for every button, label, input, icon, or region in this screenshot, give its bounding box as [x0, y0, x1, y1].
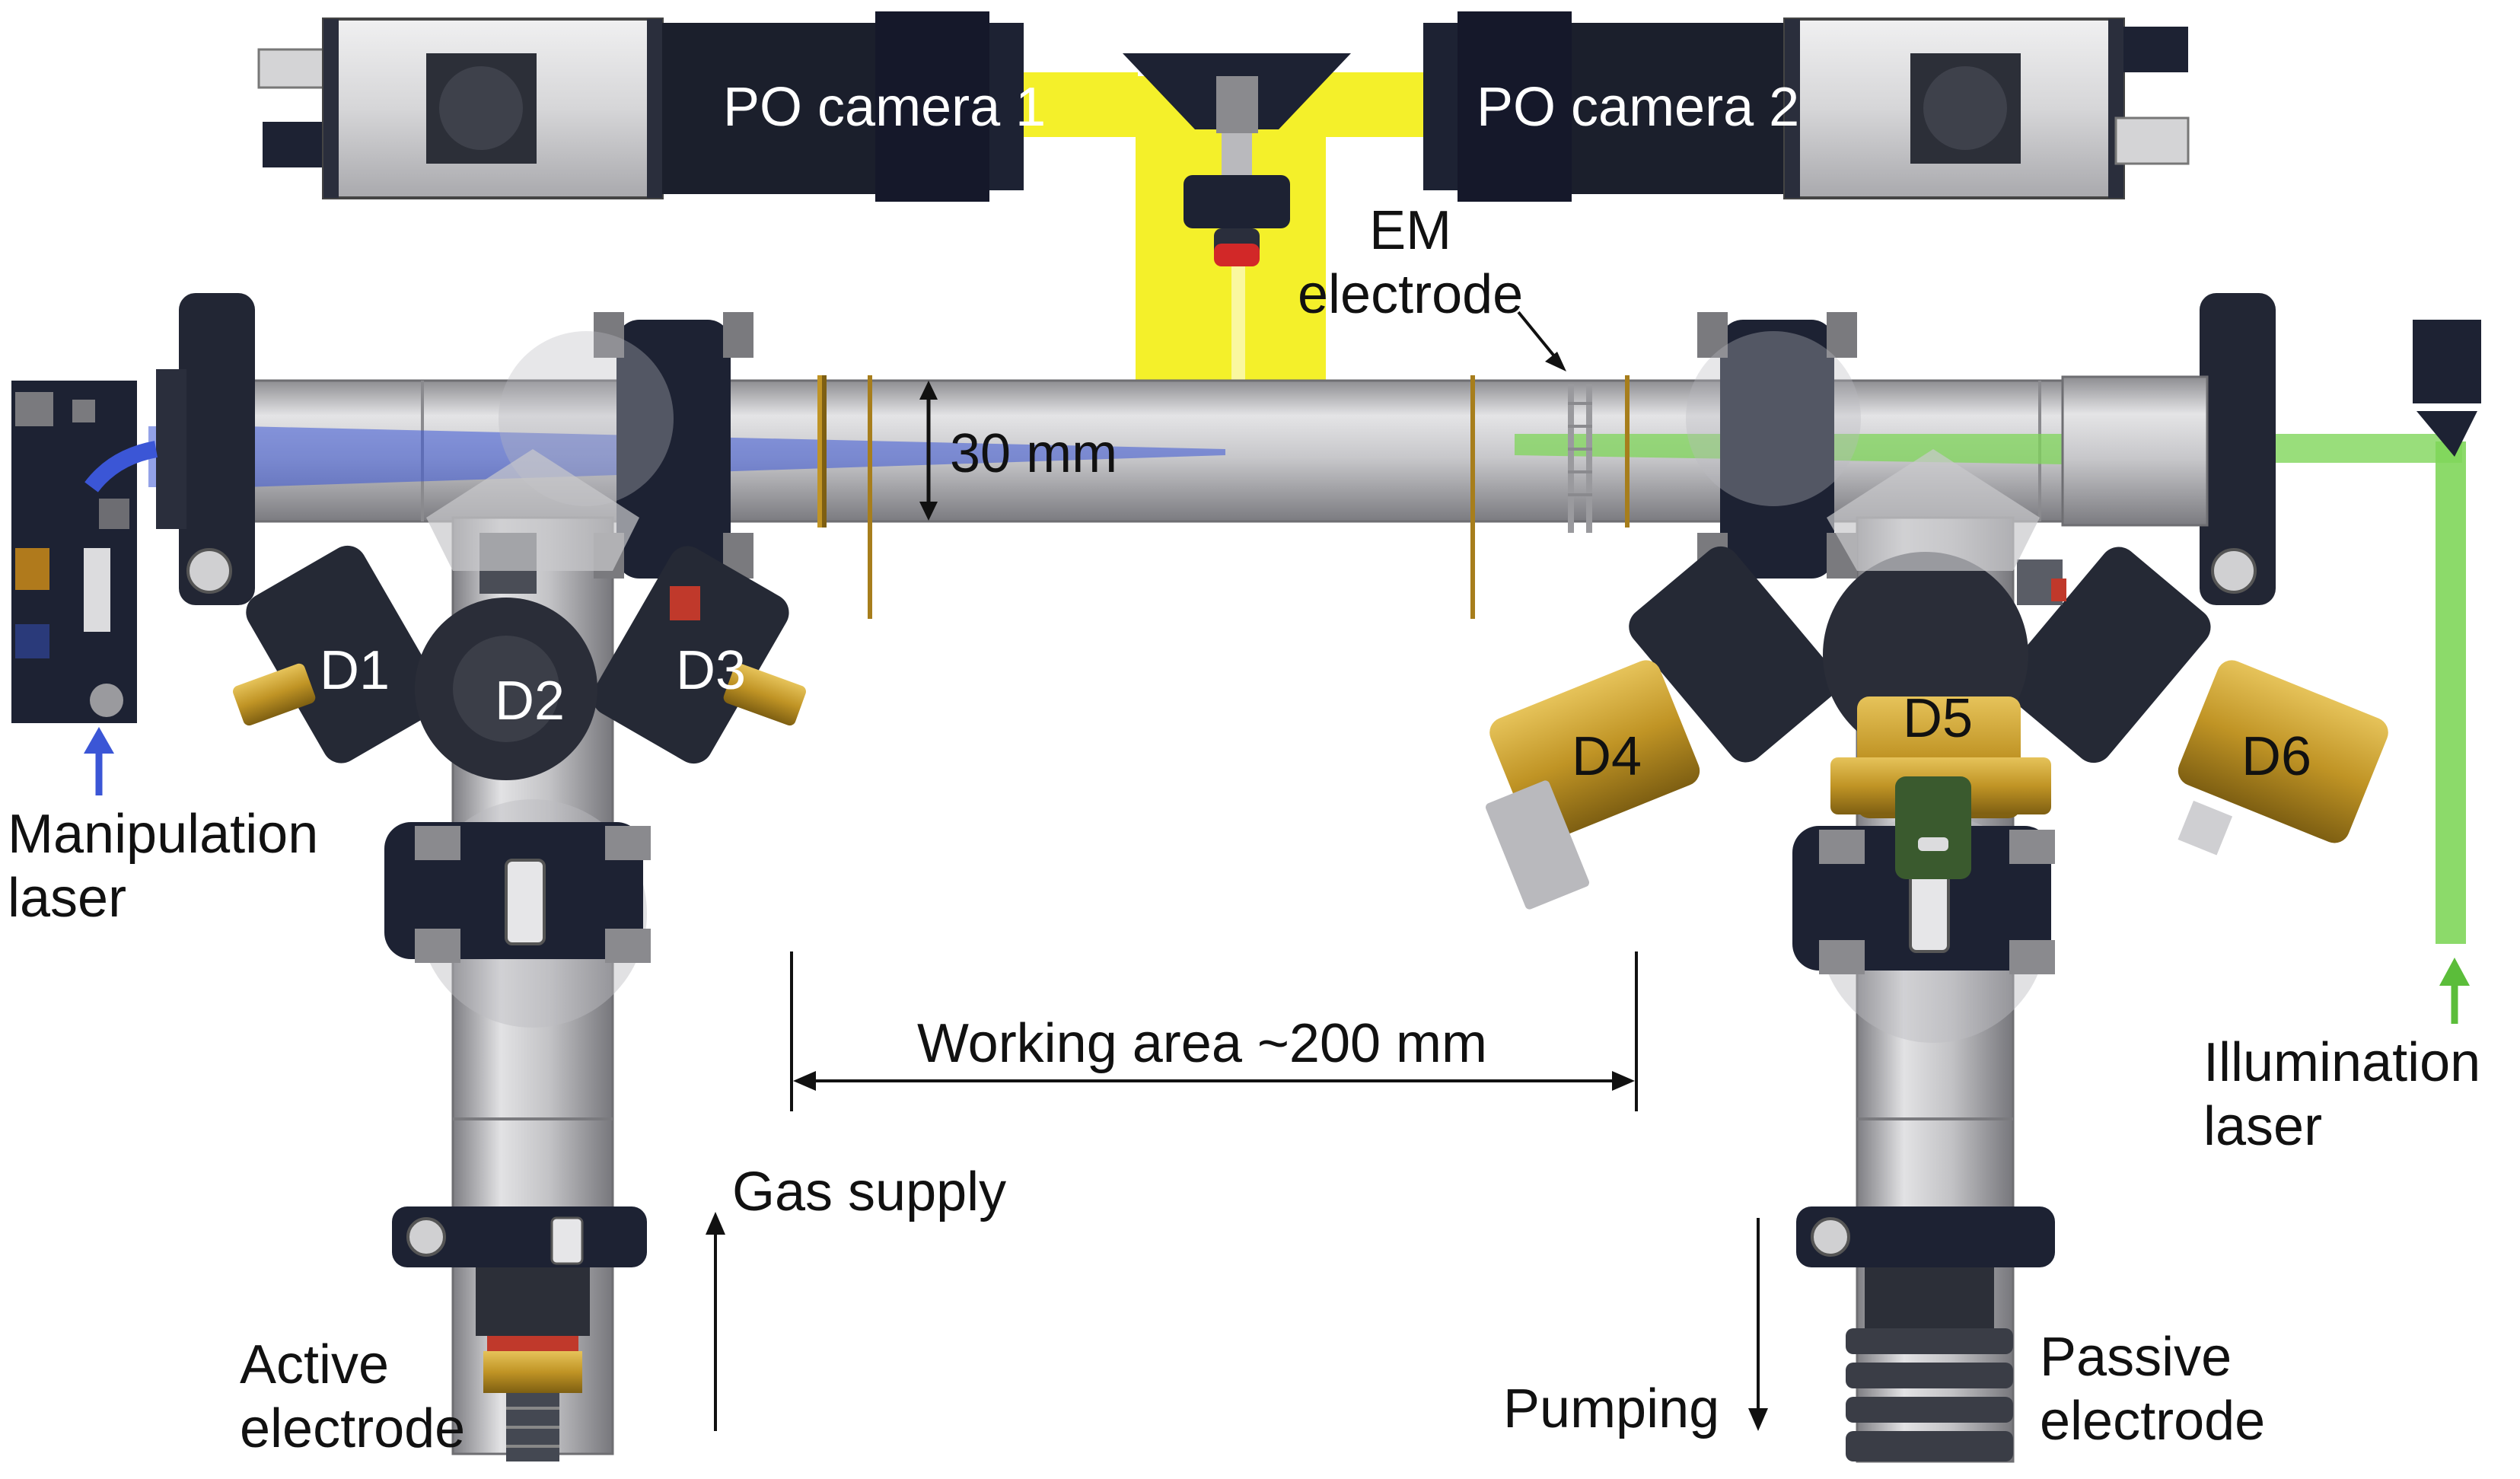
- passive-electrode-label: Passive electrode: [2040, 1327, 2266, 1452]
- po-camera-1: [257, 11, 1024, 202]
- detector-d4: D4: [1572, 726, 1642, 787]
- detector-d2: D2: [495, 671, 565, 732]
- em-electrode-ladder: [1568, 384, 1592, 533]
- illumination-laser-label: Illumination laser: [2203, 1032, 2481, 1157]
- beam-height-arrow: [919, 381, 938, 521]
- detector-d5: D5: [1903, 688, 1974, 749]
- right-detector-ring: [1485, 546, 2388, 910]
- beam-height-label: 30 mm: [950, 423, 1118, 484]
- left-detector-ring: [233, 533, 806, 780]
- detector-d3: D3: [676, 640, 747, 701]
- left-end-flange: [156, 293, 255, 605]
- po-camera-2: [1423, 11, 2190, 202]
- annotation-arrows: [84, 311, 2470, 1431]
- right-cross-assembly: [1686, 312, 2055, 1463]
- camera-1-label: PO camera 1: [723, 77, 1047, 138]
- detector-d6: D6: [2241, 726, 2312, 787]
- manipulation-laser-module: [11, 381, 158, 723]
- active-electrode-label: Active electrode: [240, 1334, 466, 1459]
- detector-d1: D1: [320, 640, 390, 701]
- gas-supply-label: Gas supply: [732, 1162, 1007, 1222]
- pumping-label: Pumping: [1503, 1379, 1720, 1439]
- illumination-laser-path: [2276, 320, 2481, 944]
- tube-tee-joints: [426, 449, 2040, 571]
- manipulation-laser-label: Manipulation laser: [8, 804, 319, 929]
- center-camera-mount: [1123, 53, 1351, 266]
- right-end-flange: [2061, 293, 2276, 605]
- working-area-label: Working area ~200 mm: [917, 1013, 1488, 1074]
- camera-2-label: PO camera 2: [1477, 77, 1800, 138]
- em-electrode-label: EM electrode: [1298, 200, 1524, 325]
